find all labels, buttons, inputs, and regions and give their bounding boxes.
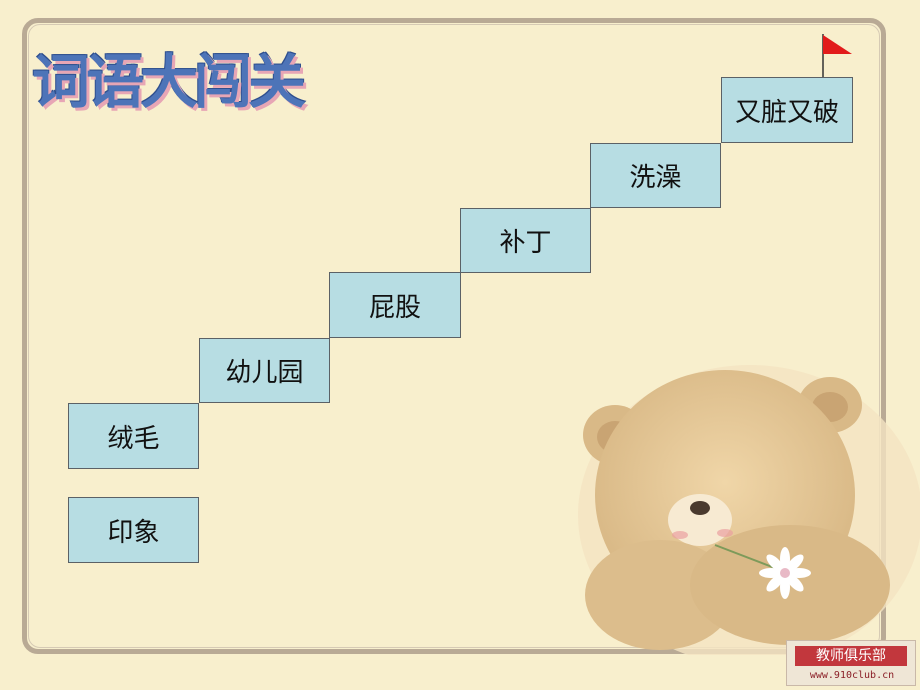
- step-6-label: 洗澡: [629, 163, 682, 193]
- club-watermark-url: www.910club.cn: [809, 670, 895, 681]
- step-5: 补丁: [460, 208, 591, 273]
- step-4-label: 屁股: [368, 292, 421, 323]
- step-4: 屁股: [329, 272, 461, 338]
- teddy-bear-illustration: [578, 365, 920, 655]
- step-2: 绒毛: [68, 403, 199, 469]
- step-7: 又脏又破: [721, 77, 853, 143]
- red-flag-icon: [822, 34, 852, 80]
- step-3: 幼儿园: [199, 338, 330, 403]
- club-watermark: 教师俱乐部 www.910club.cn: [786, 640, 916, 686]
- slide-title: 词语大闯关: [32, 48, 306, 116]
- step-1-label: 印象: [107, 517, 160, 548]
- step-3-label: 幼儿园: [225, 358, 304, 388]
- step-5-label: 补丁: [499, 228, 552, 258]
- slide-frame-inner: [28, 24, 880, 648]
- club-watermark-name: 教师俱乐部: [795, 646, 907, 666]
- daisy-icon: [759, 547, 811, 599]
- step-7-label: 又脏又破: [734, 97, 839, 128]
- slide-frame: [22, 18, 886, 654]
- step-2-label: 绒毛: [107, 423, 160, 454]
- step-1: 印象: [68, 497, 199, 563]
- step-6: 洗澡: [590, 143, 721, 208]
